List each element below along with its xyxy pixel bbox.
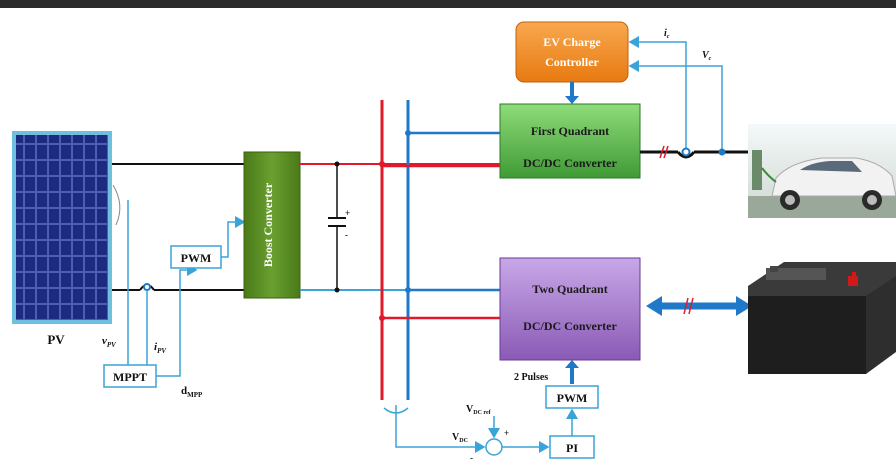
bidirectional-power-arrow [646, 296, 752, 316]
ev-controller-line1: EV Charge [543, 35, 601, 49]
mppt-block: MPPT [103, 364, 157, 388]
summing-junction [485, 438, 503, 456]
battery-image [748, 262, 896, 374]
svg-text:+: + [345, 208, 350, 218]
top-dark-bar [0, 0, 896, 8]
ev-controller-line2: Controller [545, 55, 599, 69]
ev-voltage-label: Vc [702, 50, 712, 62]
electric-vehicle-image [748, 124, 896, 218]
plus-sign: + [504, 428, 509, 438]
first-quadrant-line1: First Quadrant [531, 124, 609, 138]
boost-converter-block: Boost Converter [243, 151, 301, 299]
vdc-ref-label: VDC ref [466, 404, 492, 416]
pwm-left-block: PWM [170, 245, 222, 269]
ev-charge-controller-block: EV Charge Controller [515, 21, 629, 83]
pv-terminal-curve [112, 184, 121, 226]
vdc-label: VDC [452, 432, 468, 444]
current-sensor-node [143, 283, 151, 291]
two-quadrant-line1: Two Quadrant [532, 282, 607, 296]
duty-signal [156, 264, 198, 377]
two-quadrant-line2: DC/DC Converter [523, 319, 617, 333]
pv-label: PV [47, 332, 65, 347]
pi-controller-block: PI [549, 435, 595, 459]
first-quadrant-converter-block: First Quadrant DC/DC Converter [499, 103, 641, 179]
vdc-sensor-curve [383, 407, 409, 414]
dc-link-capacitor: + - [328, 161, 350, 293]
vdc-feedback-signal [395, 405, 486, 453]
ev-wire-slash [659, 145, 665, 159]
pwm-right-label: PWM [557, 391, 588, 405]
ev-voltage-node [718, 148, 726, 156]
pv-voltage-label: vPV [102, 335, 117, 349]
ev-current-feedback [628, 36, 687, 152]
mppt-label: MPPT [113, 370, 147, 384]
minus-sign: - [470, 453, 473, 461]
pwm-right-block: PWM [545, 385, 599, 409]
pwm-left-label: PWM [181, 251, 212, 265]
controller-arrow-head [565, 96, 579, 104]
ev-output-hop [676, 151, 696, 159]
boost-converter-label: Boost Converter [261, 182, 275, 267]
ev-current-sensor [681, 147, 691, 157]
ev-wire-slash [663, 145, 669, 159]
pv-current-label: iPV [154, 341, 167, 355]
duty-label: dMPP [181, 385, 203, 399]
pv-panel [12, 131, 112, 324]
pi-label: PI [566, 441, 578, 455]
pwm-arrow-head [565, 360, 579, 368]
two-quadrant-converter-block: Two Quadrant DC/DC Converter [499, 257, 641, 361]
pulses-label: 2 Pulses [514, 372, 548, 383]
ev-current-label: ic [664, 28, 670, 40]
svg-text:-: - [345, 230, 348, 240]
ev-voltage-feedback [628, 60, 723, 152]
pwm-to-boost-signal [221, 216, 246, 258]
first-quadrant-line2: DC/DC Converter [523, 156, 617, 170]
